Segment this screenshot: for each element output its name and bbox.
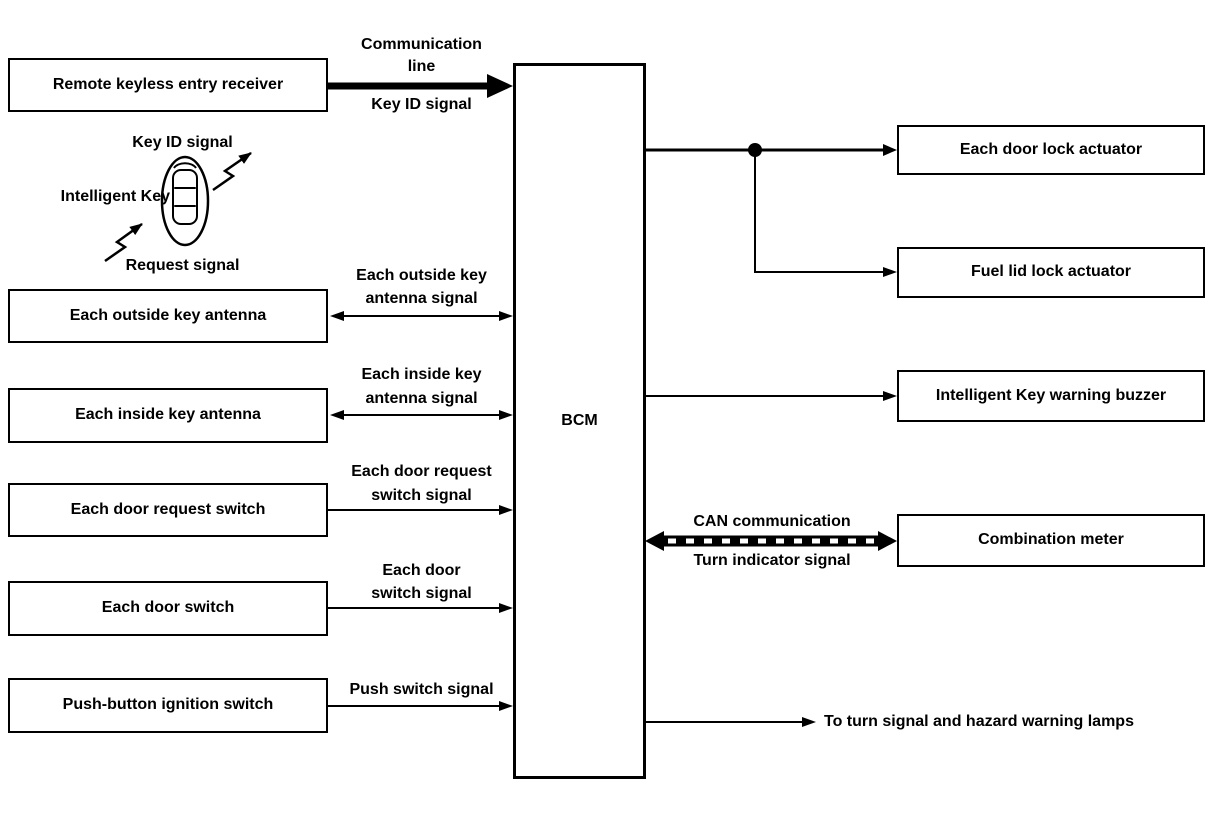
box-push-button-ignition-switch: Push-button ignition switch <box>8 678 328 733</box>
key-id-signal-arrow-icon <box>212 151 252 192</box>
label-turn-signal-hazard-lamps: To turn signal and hazard warning lamps <box>824 713 1134 730</box>
box-door-request-switch: Each door request switch <box>8 483 328 537</box>
inside-antenna-arrow <box>330 410 513 420</box>
label-door-switch-2: switch signal <box>371 585 472 602</box>
box-inside-key-antenna: Each inside key antenna <box>8 388 328 443</box>
lamps-arrow <box>646 717 816 727</box>
label-push-switch-signal: Push switch signal <box>349 681 494 698</box>
label-can-communication: CAN communication <box>693 513 851 530</box>
label-request-signal: Request signal <box>125 257 240 274</box>
label-outside-antenna-2: antenna signal <box>365 290 478 307</box>
door-switch-arrow <box>328 603 513 613</box>
door-request-arrow <box>328 505 513 515</box>
label-key-id-signal-wire: Key ID signal <box>371 96 472 113</box>
box-door-switch: Each door switch <box>8 581 328 636</box>
label-door-request-1: Each door request <box>351 463 492 480</box>
box-fuel-lid-lock-actuator: Fuel lid lock actuator <box>897 247 1205 298</box>
door-lock-arrow <box>646 143 897 157</box>
box-remote-keyless-receiver: Remote keyless entry receiver <box>8 58 328 112</box>
box-outside-key-antenna: Each outside key antenna <box>8 289 328 343</box>
box-combination-meter: Combination meter <box>897 514 1205 567</box>
buzzer-arrow <box>646 391 897 401</box>
communication-line-arrow <box>328 74 513 98</box>
box-bcm: BCM <box>513 63 646 779</box>
label-door-request-2: switch signal <box>371 487 472 504</box>
fuel-lid-arrow <box>754 150 897 277</box>
box-key-warning-buzzer: Intelligent Key warning buzzer <box>897 370 1205 422</box>
label-door-switch-1: Each door <box>382 562 461 579</box>
can-bus-arrow <box>645 531 897 551</box>
label-communication-line2: line <box>407 58 436 75</box>
push-switch-arrow <box>328 701 513 711</box>
box-door-lock-actuator: Each door lock actuator <box>897 125 1205 175</box>
key-fob-icon <box>160 155 210 247</box>
label-key-id-signal: Key ID signal <box>132 134 233 151</box>
label-turn-indicator-signal: Turn indicator signal <box>693 552 851 569</box>
request-signal-arrow-icon <box>104 222 143 263</box>
label-intelligent-key: Intelligent Key <box>60 188 170 205</box>
label-communication: Communication <box>361 36 482 53</box>
label-inside-antenna-1: Each inside key <box>361 366 482 383</box>
label-outside-antenna-1: Each outside key <box>356 267 487 284</box>
outside-antenna-arrow <box>330 311 513 321</box>
label-inside-antenna-2: antenna signal <box>365 390 478 407</box>
